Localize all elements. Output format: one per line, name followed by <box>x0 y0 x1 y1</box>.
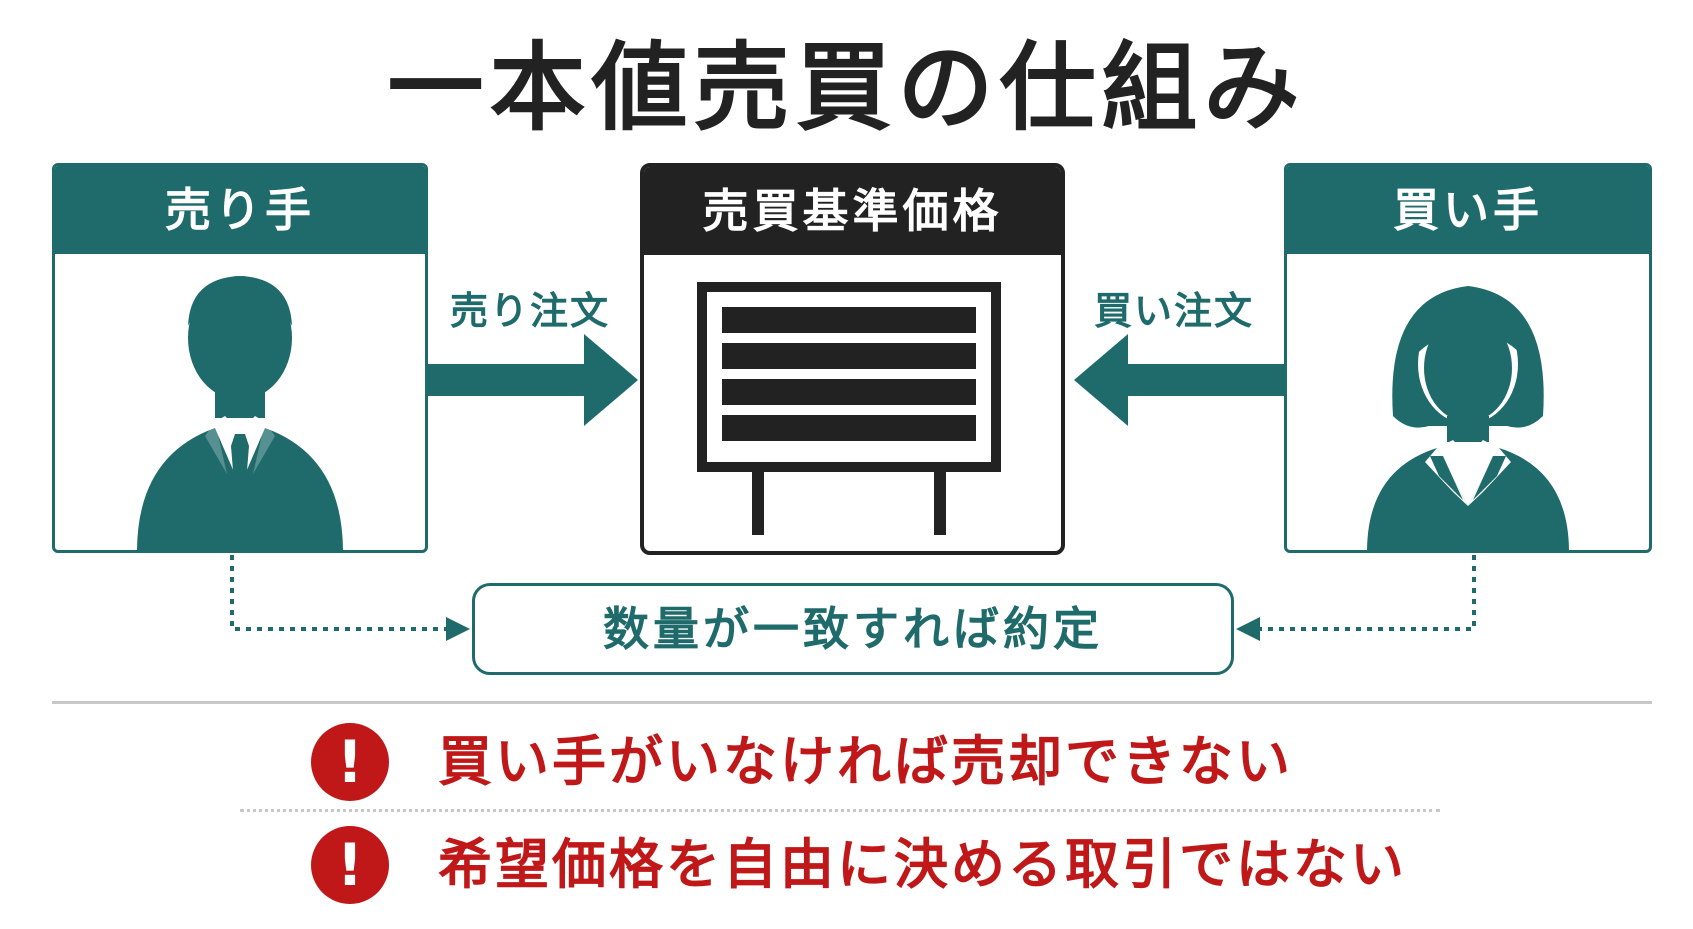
warning-text: 買い手がいなければ売却できない <box>438 730 1293 793</box>
buyer-box: 買い手 <box>1284 163 1652 553</box>
left-arrow-icon <box>1074 334 1284 426</box>
right-arrow-icon <box>428 334 638 426</box>
warning-text: 希望価格を自由に決める取引ではない <box>438 833 1407 896</box>
match-box: 数量が一致すれば約定 <box>472 583 1234 675</box>
price-board-box: 売買基準価格 <box>640 163 1065 555</box>
price-board-icon <box>697 282 1001 535</box>
divider <box>52 701 1652 704</box>
seller-box: 売り手 <box>52 163 428 553</box>
exclamation-icon: ! <box>311 826 389 904</box>
male-businessperson-icon <box>137 276 343 550</box>
buyer-dotted-connector <box>1236 555 1476 641</box>
exclamation-icon: ! <box>311 723 389 801</box>
dotted-divider <box>240 809 1440 812</box>
buy-order-label: 買い注文 <box>1094 289 1255 333</box>
female-businessperson-icon <box>1367 286 1569 550</box>
buyer-label: 買い手 <box>1287 166 1649 254</box>
sell-order-label: 売り注文 <box>450 289 611 333</box>
seller-label: 売り手 <box>55 166 425 254</box>
board-label: 売買基準価格 <box>644 167 1061 255</box>
page-title: 一本値売買の仕組み <box>387 32 1306 144</box>
seller-dotted-connector <box>230 555 470 641</box>
